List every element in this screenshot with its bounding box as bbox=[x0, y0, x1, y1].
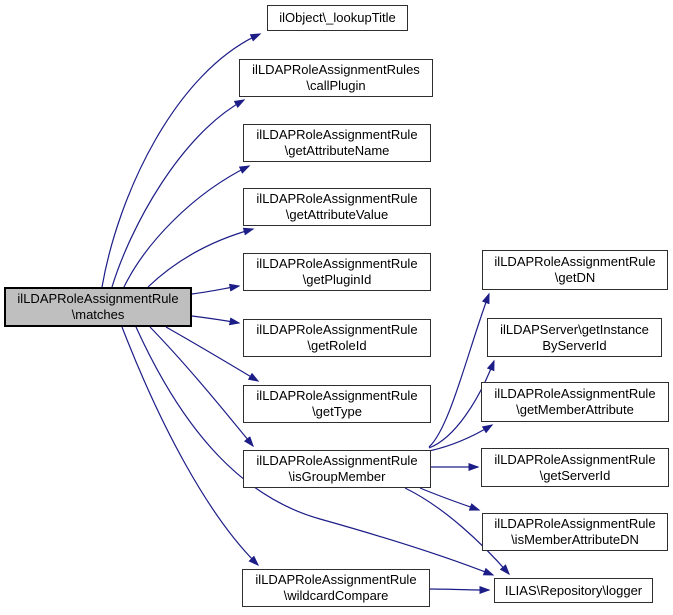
edge-matches-isGroupMember bbox=[149, 326, 254, 448]
node-get-dn-line1: ilLDAPRoleAssignmentRule bbox=[494, 254, 656, 269]
node-get-type-line2: \getType bbox=[312, 404, 362, 419]
edge-matches-getRoleId bbox=[191, 315, 241, 326]
node-get-attribute-name[interactable]: ilLDAPRoleAssignmentRule \getAttributeNa… bbox=[243, 124, 431, 162]
node-lookup-title[interactable]: ilObject\_lookupTitle bbox=[267, 5, 408, 31]
node-is-member-attribute-dn[interactable]: ilLDAPRoleAssignmentRule \isMemberAttrib… bbox=[482, 513, 668, 551]
node-get-server-id[interactable]: ilLDAPRoleAssignmentRule \getServerId bbox=[481, 448, 669, 487]
edge-isGroupMember-getInstance bbox=[428, 359, 495, 449]
node-get-type-line1: ilLDAPRoleAssignmentRule bbox=[256, 388, 418, 403]
edge-isGroupMember-isMemberAttributeDN bbox=[419, 487, 481, 511]
node-repository-logger[interactable]: ILIAS\Repository\logger bbox=[494, 578, 653, 603]
node-call-plugin[interactable]: ilLDAPRoleAssignmentRules \callPlugin bbox=[239, 59, 433, 97]
node-call-plugin-line2: \callPlugin bbox=[306, 78, 366, 93]
node-get-plugin-id[interactable]: ilLDAPRoleAssignmentRule \getPluginId bbox=[243, 253, 431, 291]
node-wildcard-compare[interactable]: ilLDAPRoleAssignmentRule \wildcardCompar… bbox=[242, 569, 430, 607]
node-matches-line2: \matches bbox=[71, 307, 125, 322]
node-get-instance-by-server-id-line2: ByServerId bbox=[542, 337, 607, 353]
edge-matches-wildcardCompare bbox=[121, 326, 260, 567]
edge-matches-logger bbox=[135, 326, 495, 576]
node-get-member-attribute-line1: ilLDAPRoleAssignmentRule bbox=[494, 386, 656, 401]
node-is-member-attribute-dn-line2: \isMemberAttributeDN bbox=[511, 532, 639, 547]
node-get-plugin-id-line2: \getPluginId bbox=[302, 272, 372, 287]
node-wildcard-compare-line2: \wildcardCompare bbox=[283, 588, 389, 603]
node-is-group-member-line2: \isGroupMember bbox=[288, 469, 386, 484]
edge-matches-callPlugin bbox=[111, 99, 246, 288]
node-is-member-attribute-dn-line1: ilLDAPRoleAssignmentRule bbox=[494, 516, 656, 531]
edge-matches-getPluginId bbox=[191, 283, 241, 295]
node-get-role-id[interactable]: ilLDAPRoleAssignmentRule \getRoleId bbox=[243, 319, 431, 357]
node-get-instance-by-server-id[interactable]: ilLDAPServer\getInstance ByServerId bbox=[487, 318, 662, 357]
node-get-attribute-value-line2: \getAttributeValue bbox=[285, 207, 389, 222]
node-get-attribute-name-line2: \getAttributeName bbox=[284, 143, 390, 158]
node-is-group-member[interactable]: ilLDAPRoleAssignmentRule \isGroupMember bbox=[243, 450, 431, 488]
node-wildcard-compare-line1: ilLDAPRoleAssignmentRule bbox=[255, 572, 417, 587]
node-get-attribute-value-line1: ilLDAPRoleAssignmentRule bbox=[256, 191, 418, 206]
node-get-plugin-id-line1: ilLDAPRoleAssignmentRule bbox=[256, 256, 418, 271]
edge-isGroupMember-logger bbox=[404, 487, 510, 576]
node-get-attribute-value[interactable]: ilLDAPRoleAssignmentRule \getAttributeVa… bbox=[243, 188, 431, 226]
edge-matches-lookupTitle bbox=[101, 33, 262, 288]
node-get-attribute-name-line1: ilLDAPRoleAssignmentRule bbox=[256, 127, 418, 142]
node-lookup-title-line1: ilObject\_lookupTitle bbox=[279, 10, 396, 25]
edge-matches-getAttributeName bbox=[123, 165, 251, 288]
node-get-role-id-line1: ilLDAPRoleAssignmentRule bbox=[256, 322, 418, 337]
node-get-type[interactable]: ilLDAPRoleAssignmentRule \getType bbox=[243, 385, 431, 423]
node-get-role-id-line2: \getRoleId bbox=[307, 338, 367, 353]
node-repository-logger-line1: ILIAS\Repository\logger bbox=[504, 582, 643, 598]
node-call-plugin-line1: ilLDAPRoleAssignmentRules bbox=[252, 62, 420, 77]
node-get-dn[interactable]: ilLDAPRoleAssignmentRule \getDN bbox=[482, 250, 668, 290]
edge-isGroupMember-getMemberAttribute bbox=[428, 424, 494, 452]
node-get-member-attribute[interactable]: ilLDAPRoleAssignmentRule \getMemberAttri… bbox=[481, 382, 669, 422]
edge-matches-getType bbox=[165, 326, 260, 382]
node-matches-line1: ilLDAPRoleAssignmentRule bbox=[17, 291, 179, 306]
node-matches[interactable]: ilLDAPRoleAssignmentRule \matches bbox=[4, 287, 192, 327]
node-get-instance-by-server-id-line1: ilLDAPServer\getInstance bbox=[500, 321, 649, 337]
edge-wildcardCompare-logger bbox=[429, 585, 491, 594]
node-get-server-id-line1: ilLDAPRoleAssignmentRule bbox=[494, 451, 656, 467]
node-get-server-id-line2: \getServerId bbox=[539, 467, 611, 483]
node-is-group-member-line1: ilLDAPRoleAssignmentRule bbox=[256, 453, 418, 468]
edge-isGroupMember-getDN bbox=[428, 292, 490, 448]
edge-matches-getAttributeValue bbox=[147, 227, 255, 288]
node-get-dn-line2: \getDN bbox=[554, 270, 596, 285]
node-get-member-attribute-line2: \getMemberAttribute bbox=[516, 402, 634, 417]
